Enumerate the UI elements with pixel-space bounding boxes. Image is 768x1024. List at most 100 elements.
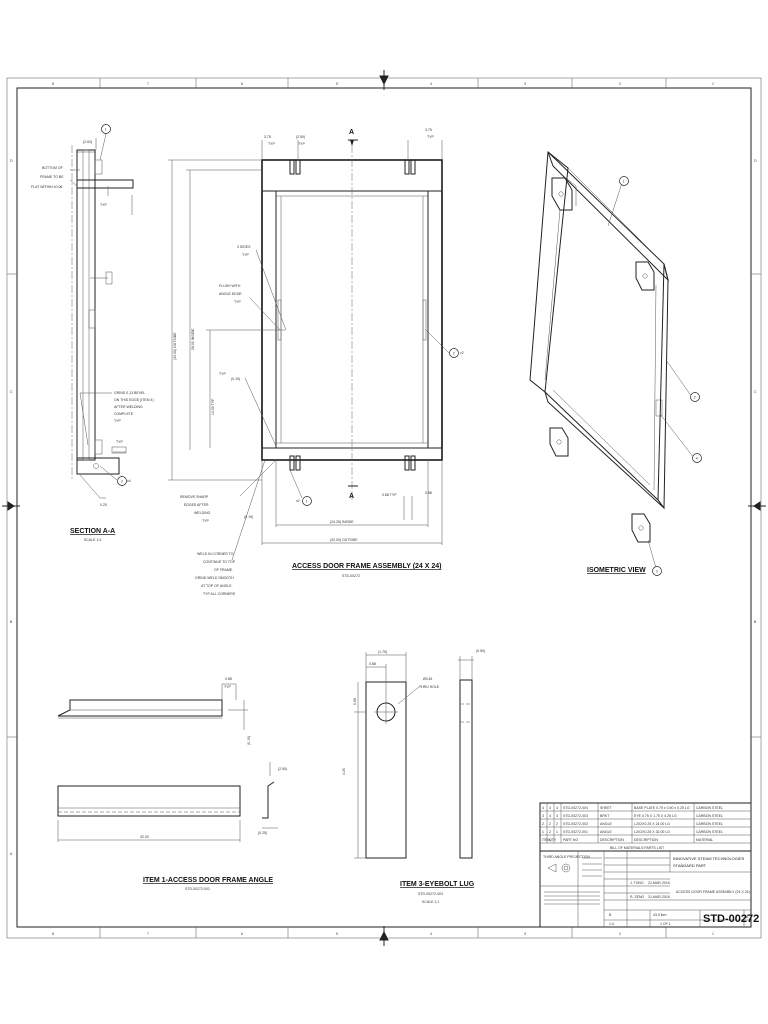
iso-bubble-1-label: 1 — [623, 180, 625, 184]
section-qty: x4 — [127, 479, 131, 483]
item3-dim-offset: 0.88 — [369, 662, 376, 666]
dim-inside: (24.25) INSIDE — [330, 520, 354, 524]
bom-cell: 2 — [542, 822, 544, 826]
section-mark-a-top: A — [349, 129, 354, 136]
note-flush-3: TYP — [234, 300, 241, 304]
section-grind-5: TYP — [114, 419, 121, 423]
zone-bot-5: 5 — [336, 932, 338, 936]
note-weld-2: CONTINUE TO TOP — [203, 560, 236, 564]
main-qty-1: x2 — [296, 499, 300, 503]
section-typ-1: TYP — [100, 203, 107, 207]
section-note-bottom-2: FRAME TO BE — [40, 175, 64, 179]
note-remove-4: TYP — [202, 519, 209, 523]
dim-left-inside: 28.00 INSIDE — [191, 328, 195, 350]
note-weld-1: WELD IN CORNER TO — [197, 552, 234, 556]
item1-views — [57, 683, 278, 842]
item3-dim-height: 4.25 — [342, 768, 346, 775]
note-3sides-2: TYP — [242, 253, 249, 257]
item1-dim-right: 0.88 — [225, 677, 232, 681]
main-view-title: ACCESS DOOR FRAME ASSEMBLY (24 X 24) — [292, 563, 442, 570]
iso-bubble-1 — [619, 176, 629, 186]
bom-cell: 4 — [542, 806, 544, 810]
item3-dim-width: (1.75) — [378, 650, 387, 654]
main-assembly-view — [168, 139, 450, 561]
bom-cell: ANGLE — [600, 830, 613, 834]
inner-border — [16, 87, 752, 928]
item1-typ: TYP — [224, 685, 231, 689]
bom-cell: BASE PLATE 0.75 x 0.50 x 0.25 LG — [634, 806, 690, 810]
iso-bubble-3 — [652, 566, 662, 576]
item1-dim-flange: (0.25) — [258, 831, 267, 835]
tb-sheet: 1 OF 1 — [660, 922, 671, 926]
zone-bot-8: 8 — [52, 932, 54, 936]
dim-top-right: 3.75 — [425, 128, 432, 132]
bom-title-row: BILL OF MATERIALS PARTS LIST — [610, 846, 665, 850]
zone-right-b: B — [754, 620, 757, 624]
bom-cell: STD-00272-002 — [563, 822, 588, 826]
item3-dim-hole-2: THRU HOLE — [419, 685, 440, 689]
iso-bubble-3-label: 3 — [656, 570, 658, 574]
section-dim-top: (2.63) — [83, 140, 92, 144]
tb-rev: A — [746, 915, 749, 919]
dim-typ-b: TYP — [298, 142, 305, 146]
bom-cell: BRKT — [600, 814, 610, 818]
dim-bot-b: 0.88 — [425, 491, 432, 495]
dim-top-left2: (2.50) — [296, 135, 305, 139]
item3-title: ITEM 3-EYEBOLT LUG — [400, 881, 475, 888]
section-note-bottom-3: FLAT WITHIN ±0.06 — [31, 185, 62, 189]
note-3sides-1: 3 SIDES — [237, 245, 251, 249]
zone-right-c: C — [754, 390, 757, 394]
bom-cell: 2 — [556, 822, 558, 826]
item3-dim-hole-1: Ø0.81 — [423, 677, 433, 681]
bom-cell: CARBON STEEL — [696, 830, 723, 834]
tb-projection: THIRD ANGLE PROJECTION — [543, 855, 590, 859]
note-remove-3: WELDING — [194, 511, 211, 515]
tb-scale: 1:4 — [609, 922, 614, 926]
section-aa-title: SECTION A-A — [70, 528, 115, 535]
zone-top-5: 5 — [336, 82, 338, 86]
center-marks — [2, 70, 766, 946]
bom-cell: 3 — [542, 814, 544, 818]
dim-left-outside: (32.00) OUTSIDE — [173, 332, 177, 360]
bom-cell: SHEET — [600, 806, 613, 810]
isometric-view — [529, 151, 695, 569]
bom-cell: EYE 0.75 X 1.75 X 4.25 LG — [634, 814, 677, 818]
iso-view-title: ISOMETRIC VIEW — [587, 567, 646, 574]
main-bubble-1 — [302, 496, 312, 506]
dim-bot-a: 0.88 TYP — [382, 493, 397, 497]
iso-bubble-4-label: 4 — [696, 457, 698, 461]
zone-bot-6: 6 — [241, 932, 243, 936]
note-typ-dim: (0.19) — [231, 377, 240, 381]
tb-date1: 21-MAR-2016 — [648, 881, 670, 885]
bom-cell: L2X2X0.25 X 32.00 LG — [634, 830, 670, 834]
zone-top-8: 8 — [52, 82, 54, 86]
bom-cell: STD-00272-001 — [563, 830, 588, 834]
section-mark-a-bottom: A — [349, 493, 354, 500]
bom-cell: 1 — [556, 830, 558, 834]
tb-drawing-title: ACCESS DOOR FRAME ASSEMBLY (24 X 24) — [676, 890, 750, 894]
zone-top-3: 3 — [524, 82, 526, 86]
note-remove-2: EDGES AFTER — [184, 503, 209, 507]
bom-cell: 2 — [549, 822, 551, 826]
main-bubble-2-label: 2 — [453, 352, 455, 356]
bom-cell: 2 — [549, 830, 551, 834]
zone-left-d: D — [10, 159, 13, 163]
dim-outside: (32.00) OUTSIDE — [330, 538, 358, 542]
zone-bot-2: 2 — [619, 932, 621, 936]
section-bubble-1 — [101, 124, 111, 134]
note-remove-dim: (0.19) — [244, 515, 253, 519]
dim-typ-c: TYP — [427, 135, 434, 139]
section-bubble-1-label: 1 — [105, 128, 107, 132]
tb-size: B — [609, 913, 612, 917]
tb-checked-by: R. ZENG — [630, 895, 644, 899]
iso-bubble-4 — [692, 453, 702, 463]
note-typ: TYP — [219, 372, 226, 376]
section-dim-bottom: 0.25 — [100, 503, 107, 507]
tb-company: INNOVATIVE STEAM TECHNOLOGIES — [673, 856, 745, 861]
bom-cell: CARBON STEEL — [696, 822, 723, 826]
zone-left-a: A — [10, 852, 13, 856]
dim-left-inner: 14.00 TYP — [211, 398, 215, 415]
item1-subtitle: STD-00272-001 — [185, 887, 210, 891]
zone-top-7: 7 — [147, 82, 149, 86]
item3-dim-top: 0.88 — [353, 698, 357, 705]
